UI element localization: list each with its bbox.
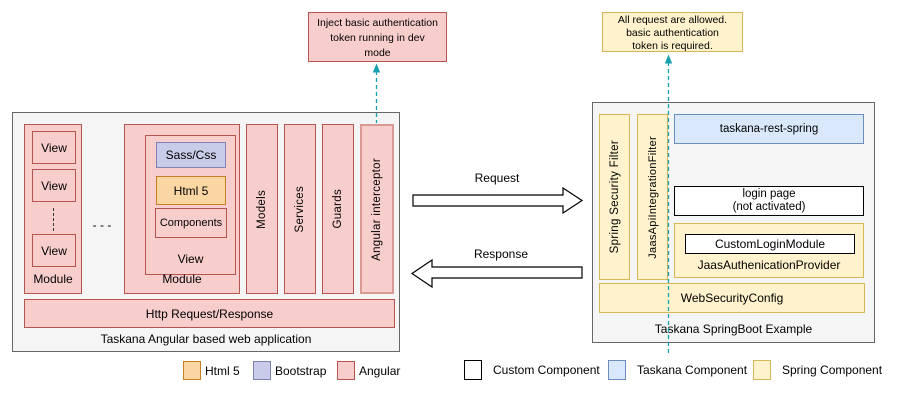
- spring-component-swatch: [753, 360, 771, 380]
- dev-mode-arrowhead: [372, 63, 381, 73]
- legend-label: Bootstrap: [275, 363, 327, 378]
- sass-css-box: Sass/Css: [156, 142, 226, 168]
- web-security-config-box: WebSecurityConfig: [599, 283, 865, 313]
- view-label: View: [177, 252, 204, 266]
- vertical-ellipsis: [53, 208, 54, 231]
- taskana-rest-spring-box: taskana-rest-spring: [674, 114, 864, 144]
- custom-component-swatch: [464, 360, 482, 380]
- spring-security-filter-column: Spring Security Filter: [599, 114, 630, 280]
- angular-swatch: [337, 361, 355, 380]
- springboot-container: Spring Security Filter JaasApiIntegratio…: [592, 102, 875, 343]
- angular-app-caption: Taskana Angular based web application: [100, 332, 312, 346]
- angular-module-1: View View View Module: [24, 124, 82, 294]
- legend-label: Spring Component: [782, 363, 883, 377]
- http-request-response-bar: Http Request/Response: [24, 299, 395, 328]
- spring-security-filter-label: Spring Security Filter: [608, 140, 621, 254]
- module-label: Module: [162, 272, 202, 286]
- all-requests-arrowhead: [664, 54, 673, 64]
- models-column: Models: [246, 124, 278, 294]
- legend-item-custom: Custom Component: [464, 360, 600, 380]
- legend-item-taskana: Taskana Component: [608, 360, 747, 380]
- legend-item-spring: Spring Component: [753, 360, 882, 380]
- angular-app-container: View View View Module - - - Sass/Css Htm…: [12, 112, 400, 352]
- view-box: View: [32, 169, 76, 202]
- taskana-component-swatch: [608, 360, 626, 380]
- view-box: View: [32, 131, 76, 164]
- jaas-api-integration-filter-label: JaasApiIntegrationFilter: [646, 135, 659, 259]
- services-label: Services: [294, 185, 306, 233]
- note-dev-mode: Inject basic authentication token runnin…: [308, 12, 447, 62]
- angular-interceptor-column: Angular interceptor: [360, 124, 394, 294]
- legend-label: Taskana Component: [637, 363, 748, 377]
- guards-column: Guards: [322, 124, 354, 294]
- view-box: View: [32, 234, 76, 267]
- legend-label: Custom Component: [493, 363, 600, 377]
- legend-item-angular: Angular: [337, 361, 400, 380]
- legend-item-html5: Html 5: [183, 361, 240, 380]
- jaas-api-integration-filter-column: JaasApiIntegrationFilter: [637, 114, 668, 280]
- jaas-authentication-provider-label: JaasAuthenicationProvider: [697, 258, 841, 272]
- login-page-box: login page (not activated): [674, 186, 864, 216]
- html5-swatch: [183, 361, 201, 380]
- angular-interceptor-label: Angular interceptor: [371, 157, 383, 261]
- springboot-caption: Taskana SpringBoot Example: [654, 322, 813, 336]
- components-box: Components: [155, 208, 227, 238]
- angular-module-2: Sass/Css Html 5 Components View Module: [124, 124, 240, 294]
- module-label: Module: [33, 272, 73, 286]
- models-label: Models: [256, 189, 268, 229]
- bootstrap-swatch: [253, 361, 271, 380]
- jaas-authentication-provider-box: CustomLoginModule JaasAuthenicationProvi…: [674, 223, 864, 278]
- request-arrow: [412, 186, 584, 215]
- guards-label: Guards: [332, 189, 344, 229]
- custom-login-module-box: CustomLoginModule: [685, 234, 855, 254]
- legend-label: Html 5: [205, 363, 240, 378]
- legend-item-bootstrap: Bootstrap: [253, 361, 326, 380]
- view-container: Sass/Css Html 5 Components View: [145, 135, 236, 275]
- note-all-requests: All request are allowed. basic authentic…: [602, 12, 743, 52]
- response-arrow: [410, 258, 583, 289]
- modules-ellipsis: - - -: [92, 218, 112, 232]
- response-label: Response: [473, 246, 529, 261]
- services-column: Services: [284, 124, 316, 294]
- request-label: Request: [474, 170, 520, 185]
- legend-label: Angular: [359, 363, 401, 378]
- html5-box: Html 5: [156, 176, 226, 205]
